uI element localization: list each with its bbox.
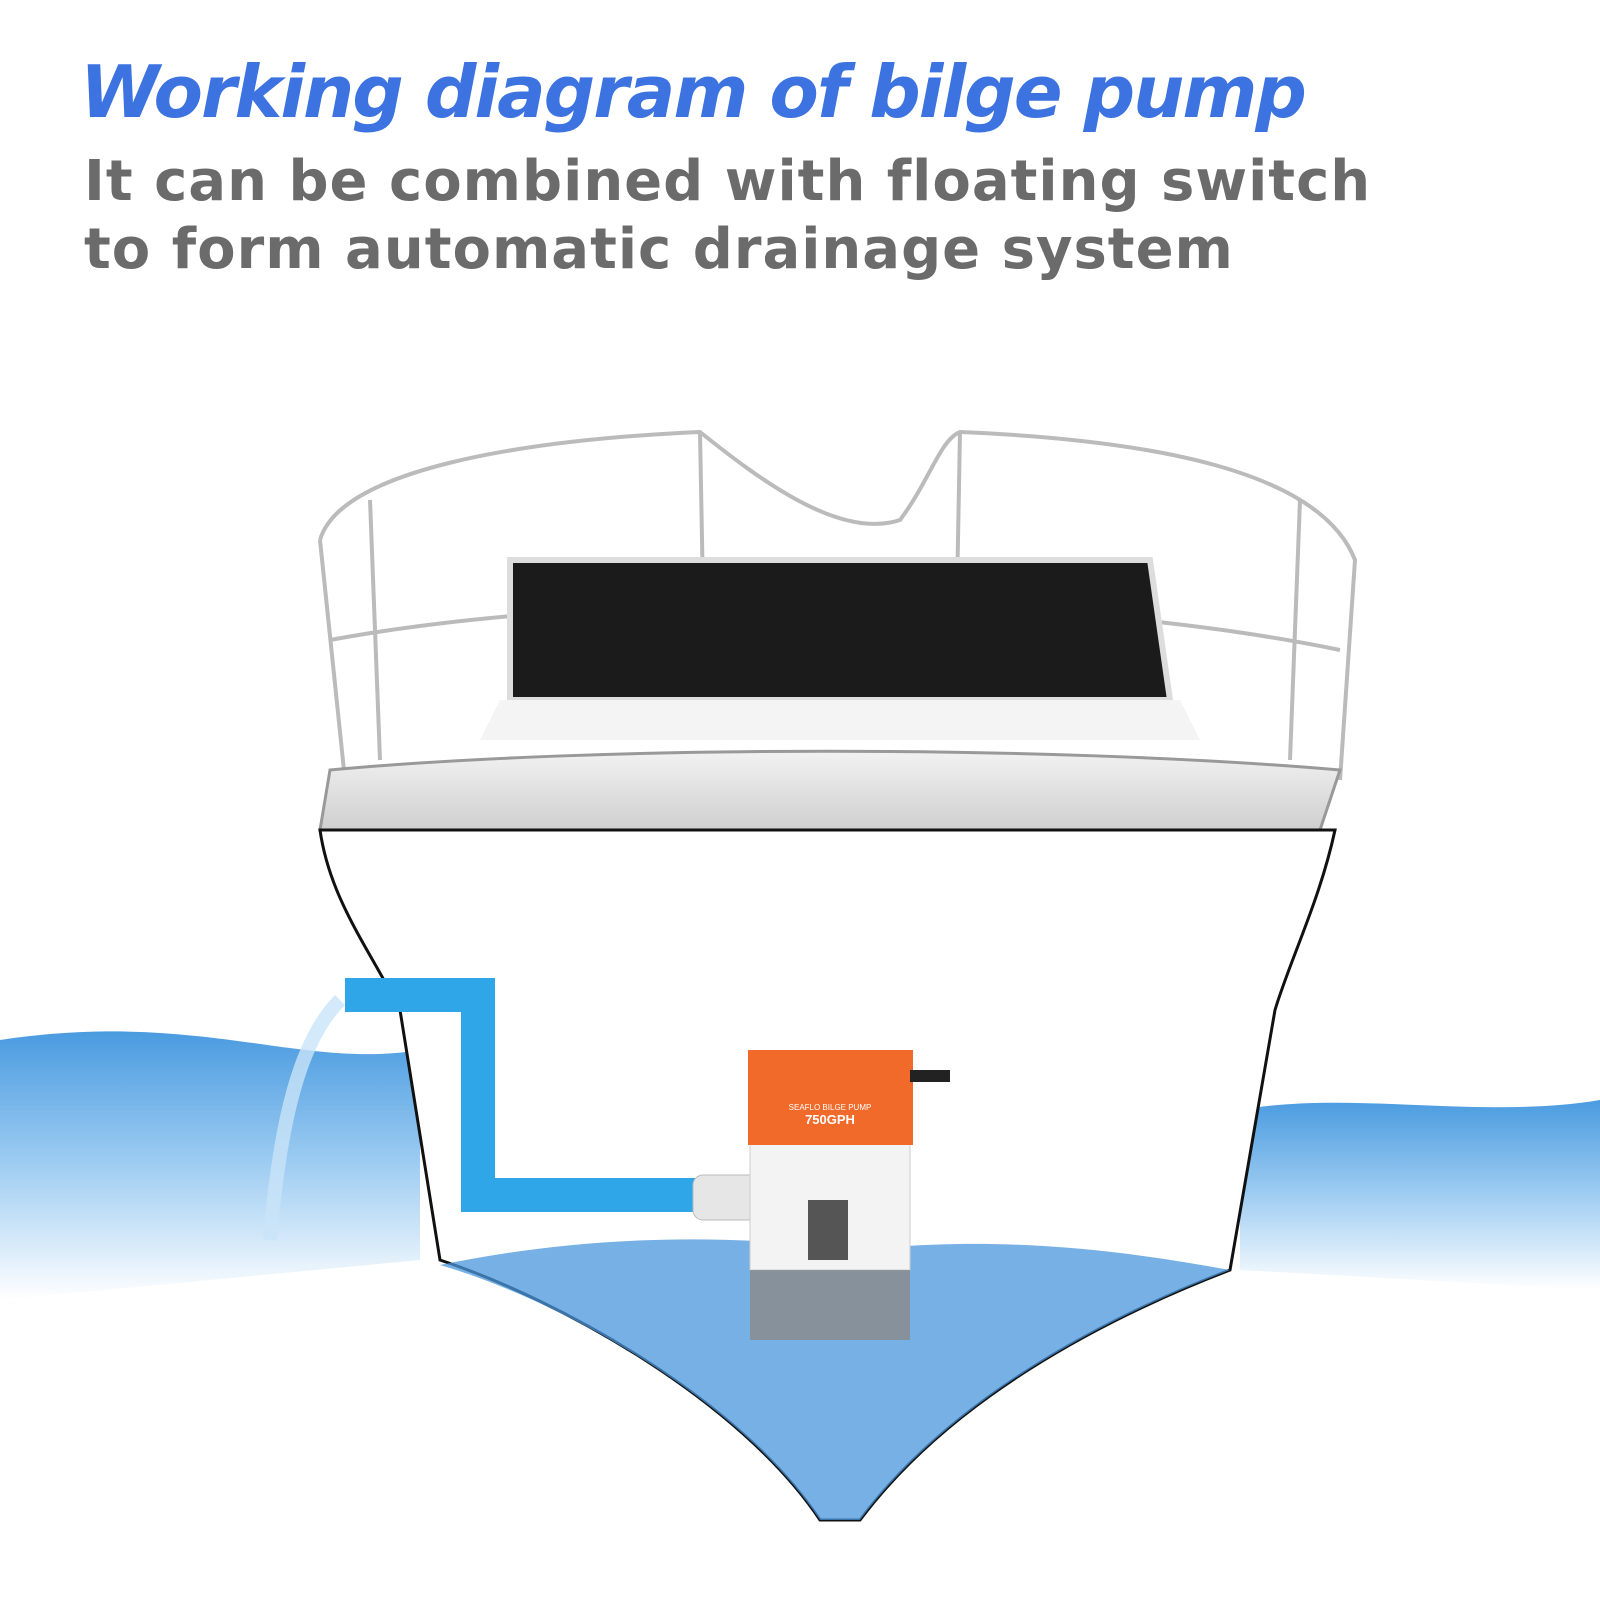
subtitle-line-1: It can be combined with floating switch bbox=[84, 149, 1372, 214]
bilge-pump: SEAFLO BILGE PUMP 750GPH bbox=[692, 1050, 950, 1340]
discharge-pipe bbox=[345, 978, 700, 1212]
pump-model: 750GPH bbox=[805, 1112, 855, 1127]
boat-cabin bbox=[507, 557, 1174, 703]
pump-brand: SEAFLO BILGE PUMP bbox=[789, 1103, 872, 1112]
subtitle: It can be combined with floating switch … bbox=[84, 148, 1371, 284]
subtitle-line-2: to form automatic drainage system bbox=[84, 217, 1234, 282]
bilge-water bbox=[440, 1239, 1230, 1520]
boat-deck bbox=[318, 749, 1343, 832]
page-title: Working diagram of bilge pump bbox=[80, 50, 1307, 134]
sea-water-right bbox=[1240, 1100, 1600, 1290]
sea-water bbox=[0, 1031, 420, 1300]
water-outflow bbox=[263, 995, 346, 1241]
